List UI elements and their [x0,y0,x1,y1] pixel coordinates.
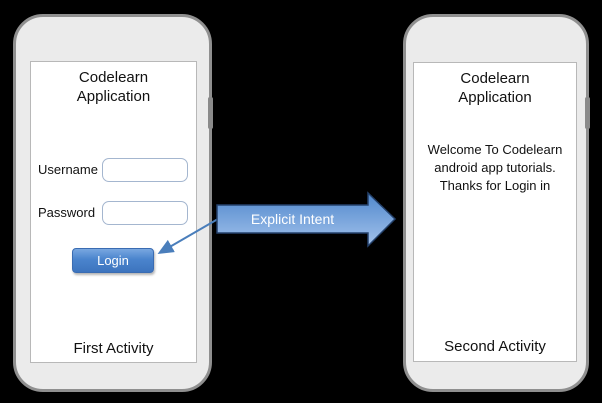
second-activity-label: Second Activity [444,338,546,355]
first-activity-label: First Activity [73,340,154,357]
app-title-line1: Codelearn [78,69,149,86]
app-title: Codelearn Application [414,69,576,107]
app-title-line1: Codelearn [460,70,530,87]
app-title-line2: Application [76,88,151,105]
second-activity-screen: Codelearn Application Welcome To Codelea… [413,62,577,362]
explicit-intent-arrow [216,191,397,248]
app-title-line2: Application [458,89,532,106]
welcome-message-line1: Welcome To Codelearn [427,142,563,157]
phone-side-button [208,97,213,129]
username-label: Username [38,162,98,177]
welcome-message-line3: Thanks for Login in [439,178,551,193]
welcome-message: Welcome To Codelearn android app tutoria… [414,141,576,195]
phone-side-button [585,97,590,129]
app-title: Codelearn Application [31,68,196,106]
username-row: Username [38,158,191,182]
explicit-intent-label: Explicit Intent [250,211,335,227]
password-label: Password [38,205,96,220]
login-button[interactable]: Login [72,248,154,273]
username-input[interactable] [102,158,188,182]
welcome-message-line2: android app tutorials. [434,160,556,175]
password-row: Password [38,201,191,225]
password-input[interactable] [102,201,188,225]
first-activity-screen: Codelearn Application Username Password … [30,61,197,363]
